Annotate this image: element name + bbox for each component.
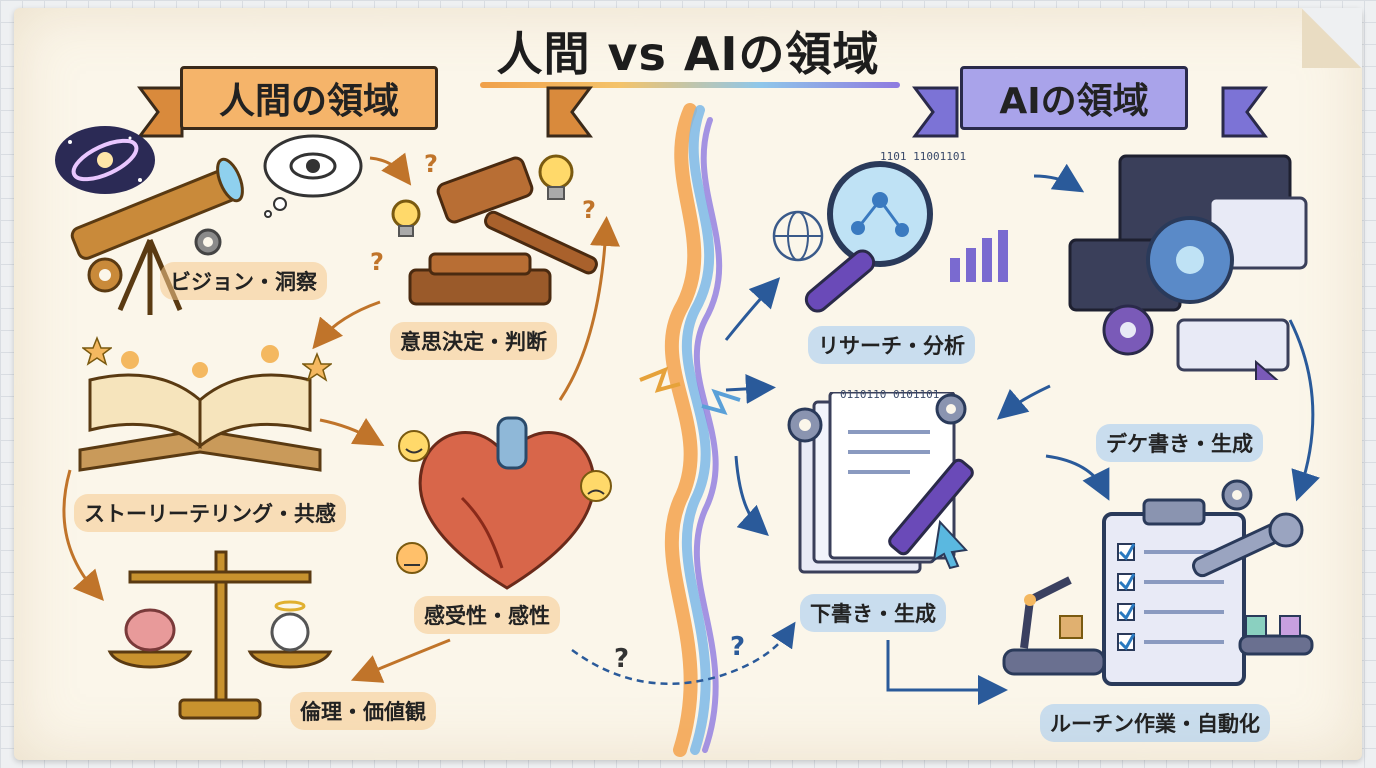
gear-icon [935, 393, 967, 425]
smiley-icon [398, 430, 430, 462]
human-flow-arrows [62, 152, 621, 683]
ai-item-research: リサーチ・分析 [808, 326, 975, 364]
wrench-icon [1192, 512, 1304, 578]
human-item-ethics: 倫理・価値観 [290, 692, 436, 730]
page-title: 人間 vs AIの領域 [496, 27, 880, 81]
angry-face-icon [396, 542, 428, 574]
human-item-sensitivity: 感受性・感性 [414, 596, 560, 634]
central-divider [639, 103, 741, 757]
question-mark: ? [424, 150, 438, 178]
gear-icon [87, 257, 123, 293]
ai-item-generation-1: デケ書き・生成 [1096, 424, 1263, 462]
book-icon [78, 345, 322, 472]
left-banner-ribbon [137, 86, 593, 138]
lightbulb-icon [391, 199, 421, 237]
human-item-decision: 意思決定・判断 [390, 322, 557, 360]
globe-icon [772, 210, 824, 262]
gear-icon [1221, 479, 1253, 511]
question-mark: ? [582, 196, 596, 224]
lightbulb-icon [538, 154, 574, 200]
sad-face-icon [580, 470, 612, 502]
human-banner: 人間の領域 [180, 66, 438, 130]
conveyor-icon [1238, 615, 1314, 656]
title-underline [480, 82, 900, 88]
gear-icon [194, 228, 222, 256]
ai-item-automation: ルーチン作業・自動化 [1040, 704, 1270, 742]
code-windows-icon [1068, 154, 1308, 380]
right-banner-ribbon [912, 86, 1268, 138]
gavel-icon [408, 156, 598, 306]
scales-icon [107, 550, 333, 720]
binary-text: 0110110 0101101 [840, 388, 940, 401]
galaxy-icon [55, 126, 155, 194]
magnifier-icon [804, 161, 933, 313]
ai-item-draft: 下書き・生成 [800, 594, 946, 632]
human-item-vision: ビジョン・洞察 [160, 262, 327, 300]
star-icon [82, 336, 112, 366]
question-mark: ? [730, 632, 746, 662]
ai-banner: AIの領域 [960, 66, 1188, 130]
question-mark: ? [370, 248, 384, 276]
robot-arm-icon [1002, 576, 1106, 676]
bar-chart-icon [950, 230, 1008, 282]
binary-text: 1101 11001101 [880, 150, 967, 163]
star-icon [302, 352, 332, 382]
human-item-storytelling: ストーリーテリング・共感 [74, 494, 346, 532]
thought-eye-icon [263, 134, 363, 218]
heart-icon [418, 416, 596, 590]
question-mark: ? [614, 644, 630, 674]
documents-icon [798, 392, 974, 574]
gear-icon [787, 407, 823, 443]
